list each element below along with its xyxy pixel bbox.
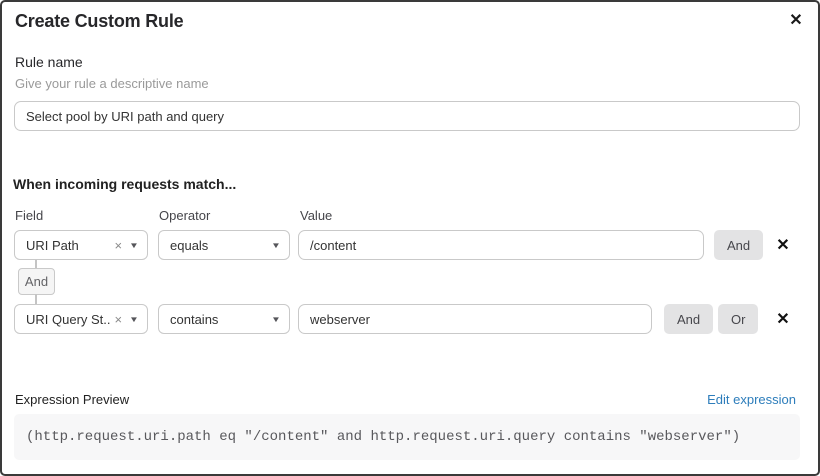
expression-preview-box: (http.request.uri.path eq "/content" and… <box>14 414 800 460</box>
field-select-row1[interactable]: URI Path × ▼ <box>14 230 148 260</box>
field-select-row1-value: URI Path <box>26 237 79 253</box>
expression-preview-label: Expression Preview <box>15 392 130 407</box>
match-section-heading: When incoming requests match... <box>13 176 237 192</box>
chevron-down-icon: ▼ <box>271 314 281 324</box>
add-and-condition-button-row1[interactable]: And <box>714 230 764 260</box>
add-and-condition-button-row2[interactable]: And <box>664 304 714 334</box>
value-input-row1[interactable] <box>298 230 704 260</box>
expression-preview-code: (http.request.uri.path eq "/content" and… <box>26 429 741 445</box>
field-select-row2[interactable]: URI Query St... × ▼ <box>14 304 148 334</box>
connector-line-top <box>35 260 37 269</box>
rule-name-input[interactable] <box>14 101 800 131</box>
operator-select-row2[interactable]: contains ▼ <box>158 304 290 334</box>
remove-condition-icon-row2[interactable]: ✕ <box>771 304 795 334</box>
operator-select-row1[interactable]: equals ▼ <box>158 230 290 260</box>
column-label-value: Value <box>300 208 333 223</box>
edit-expression-link[interactable]: Edit expression <box>707 392 796 407</box>
field-select-row2-value: URI Query St... <box>26 311 111 327</box>
chevron-down-icon: ▼ <box>129 240 139 250</box>
column-label-field: Field <box>15 208 44 223</box>
dialog-title: Create Custom Rule <box>15 11 184 31</box>
chevron-down-icon: ▼ <box>129 314 139 324</box>
remove-condition-icon-row1[interactable]: ✕ <box>771 230 795 260</box>
connector-line-bottom <box>35 294 37 305</box>
rule-name-label: Rule name <box>15 54 83 70</box>
operator-select-row1-value: equals <box>170 237 209 253</box>
clear-icon[interactable]: × <box>114 237 123 253</box>
operator-select-row2-value: contains <box>170 311 219 327</box>
chevron-down-icon: ▼ <box>271 240 281 250</box>
close-icon[interactable]: ✕ <box>784 8 808 32</box>
clear-icon[interactable]: × <box>114 311 123 327</box>
value-input-row2[interactable] <box>298 304 652 334</box>
column-label-operator: Operator <box>159 208 211 223</box>
condition-connector-chip: And <box>18 268 55 295</box>
add-or-condition-button-row2[interactable]: Or <box>718 304 759 334</box>
rule-name-hint: Give your rule a descriptive name <box>15 76 209 91</box>
